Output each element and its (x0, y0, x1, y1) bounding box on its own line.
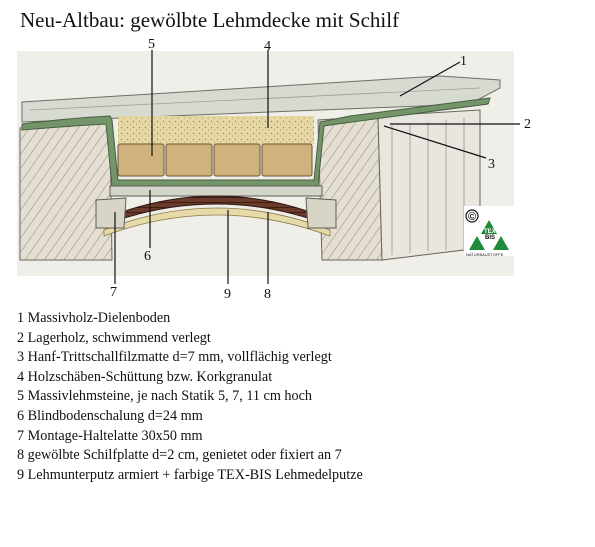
badge-brand-line2: BIS (485, 235, 495, 241)
blind-board (109, 185, 323, 197)
left-sleeper (19, 119, 113, 261)
copyright-symbol: © (468, 211, 476, 223)
legend-item-8: 8 gewölbte Schilfplatte d=2 cm, genietet… (17, 447, 342, 464)
callout-5: 5 (148, 37, 155, 52)
legend-item-1: 1 Massivholz-Dielenboden (17, 310, 171, 326)
badge-triangle-left (469, 236, 485, 250)
loam-plaster (103, 207, 331, 237)
mounting-batten-left (95, 197, 127, 229)
loam-bricks (117, 143, 313, 177)
legend-list: 1 Massivholz-Dielenboden 2 Lagerholz, sc… (17, 309, 363, 485)
callout-9: 9 (224, 287, 231, 302)
badge-brand-line1: TEX (484, 229, 496, 235)
callout-4: 4 (264, 39, 271, 54)
legend-item-5: 5 Massivlehmsteine, je nach Statik 5, 7,… (17, 388, 312, 405)
legend-item-9: 9 Lehmunterputz armiert + farbige TEX-BI… (17, 466, 363, 483)
felt-mat (21, 97, 491, 187)
badge-caption: NATURBAUSTOFFE (466, 252, 504, 257)
callout-3: 3 (488, 157, 495, 172)
legend-item-6: 6 Blindbodenschalung d=24 mm (17, 407, 203, 424)
callout-6: 6 (144, 249, 151, 264)
callout-1: 1 (460, 54, 467, 69)
callout-8: 8 (264, 287, 271, 302)
tex-bis-badge: © TEX BIS NATURBAUSTOFFE (464, 206, 514, 257)
legend-item-7: 7 Montage-Haltelatte 30x50 mm (17, 427, 203, 444)
legend-item-4: 4 Holzschäben-Schüttung bzw. Korkgranula… (17, 368, 273, 385)
badge-triangle-top (481, 220, 497, 234)
page-title: Neu-Altbau: gewölbte Lehmdecke mit Schil… (20, 8, 400, 32)
legend-item-2: 2 Lagerholz, schwimmend verlegt (17, 329, 211, 346)
callout-2: 2 (524, 117, 531, 132)
badge-triangle-right (493, 236, 509, 250)
legend-item-3: 3 Hanf-Trittschallfilzmatte d=7 mm, voll… (17, 349, 332, 366)
mounting-batten-right (305, 197, 337, 229)
callout-7: 7 (110, 285, 117, 300)
wood-chip-fill (118, 116, 314, 144)
right-sleeper (317, 115, 383, 261)
ceiling-section-drawing: 1 2 3 4 5 6 7 9 8 © TEX BIS NATURBAUSTOF… (17, 37, 531, 302)
